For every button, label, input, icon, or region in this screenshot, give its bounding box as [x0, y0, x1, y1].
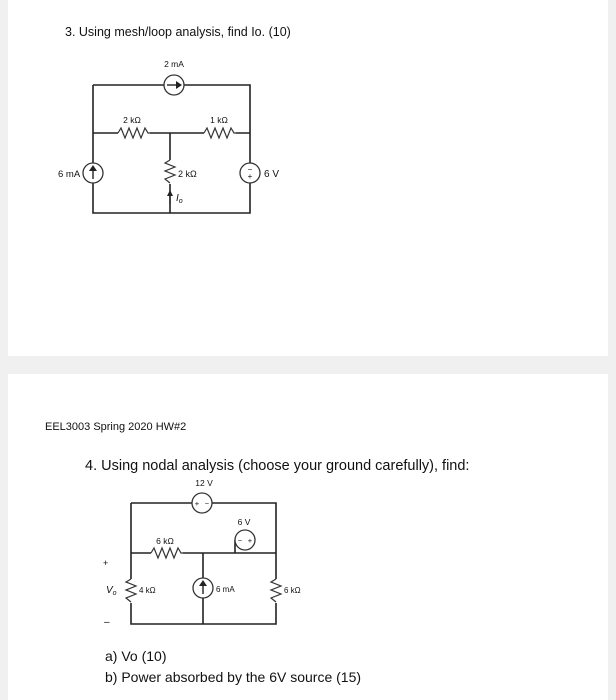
top-source-label: 12 V: [195, 478, 213, 488]
inner-source-label: 6 V: [238, 517, 251, 527]
vo-minus-sign: –: [104, 617, 110, 628]
voltage-source-label: 6 V: [264, 169, 279, 180]
homework-page-1: 3. Using mesh/loop analysis, find Io. (1…: [8, 0, 608, 356]
resistor-2k-middle: [163, 159, 177, 184]
resistor-4k-left: [124, 578, 138, 603]
r-top-left-label: 2 kΩ: [123, 115, 141, 125]
mesh-circuit-diagram: 2 mA 2 kΩ 1 kΩ 2 kΩ Io 6 mA − + 6 V: [58, 59, 279, 214]
io-arrowhead-icon: [167, 190, 173, 196]
course-footer: EEL3003 Spring 2020 HW#2: [45, 421, 187, 433]
vo-label: Vo: [106, 585, 117, 597]
resistor-2k-top-left: [117, 126, 150, 140]
voltage-source-12v: + −: [191, 492, 213, 514]
svg-text:−: −: [205, 499, 210, 508]
svg-text:+: +: [248, 536, 253, 545]
svg-text:−: −: [238, 536, 243, 545]
svg-text:−: −: [248, 165, 253, 174]
problem-4-title: 4. Using nodal analysis (choose your gro…: [85, 458, 470, 474]
resistor-1k-top-right: [203, 126, 236, 140]
current-source-label: 6 mA: [216, 585, 235, 594]
top-source-label: 2 mA: [164, 59, 184, 69]
resistor-6k-top: [150, 546, 183, 560]
svg-text:+: +: [248, 172, 253, 181]
part-b: b) Power absorbed by the 6V source (15): [105, 669, 362, 685]
svg-text:+: +: [195, 499, 200, 508]
r-top-right-label: 1 kΩ: [210, 115, 228, 125]
voltage-source-6v: − +: [234, 529, 256, 551]
vo-plus-sign: +: [103, 558, 108, 568]
left-source-label: 6 mA: [58, 169, 81, 180]
part-a: a) Vo (10): [105, 648, 167, 664]
problem-3-title: 3. Using mesh/loop analysis, find Io. (1…: [65, 25, 291, 39]
current-source-6ma: [82, 162, 104, 184]
resistor-6k-right: [269, 578, 283, 603]
voltage-source-6v: − +: [239, 162, 261, 184]
homework-page-2: EEL3003 Spring 2020 HW#2 4. Using nodal …: [8, 374, 608, 700]
r-middle-label: 2 kΩ: [178, 169, 197, 179]
current-source-6ma: [192, 577, 214, 599]
nodal-circuit-diagram: + − 12 V 6 kΩ − + 6 V 4 kΩ + Vo – 6 mA: [103, 478, 301, 628]
r-left-label: 4 kΩ: [139, 586, 156, 595]
io-label: Io: [176, 193, 183, 205]
current-source-2ma: [163, 74, 185, 96]
r-top-label: 6 kΩ: [156, 536, 174, 546]
r-right-label: 6 kΩ: [284, 586, 301, 595]
